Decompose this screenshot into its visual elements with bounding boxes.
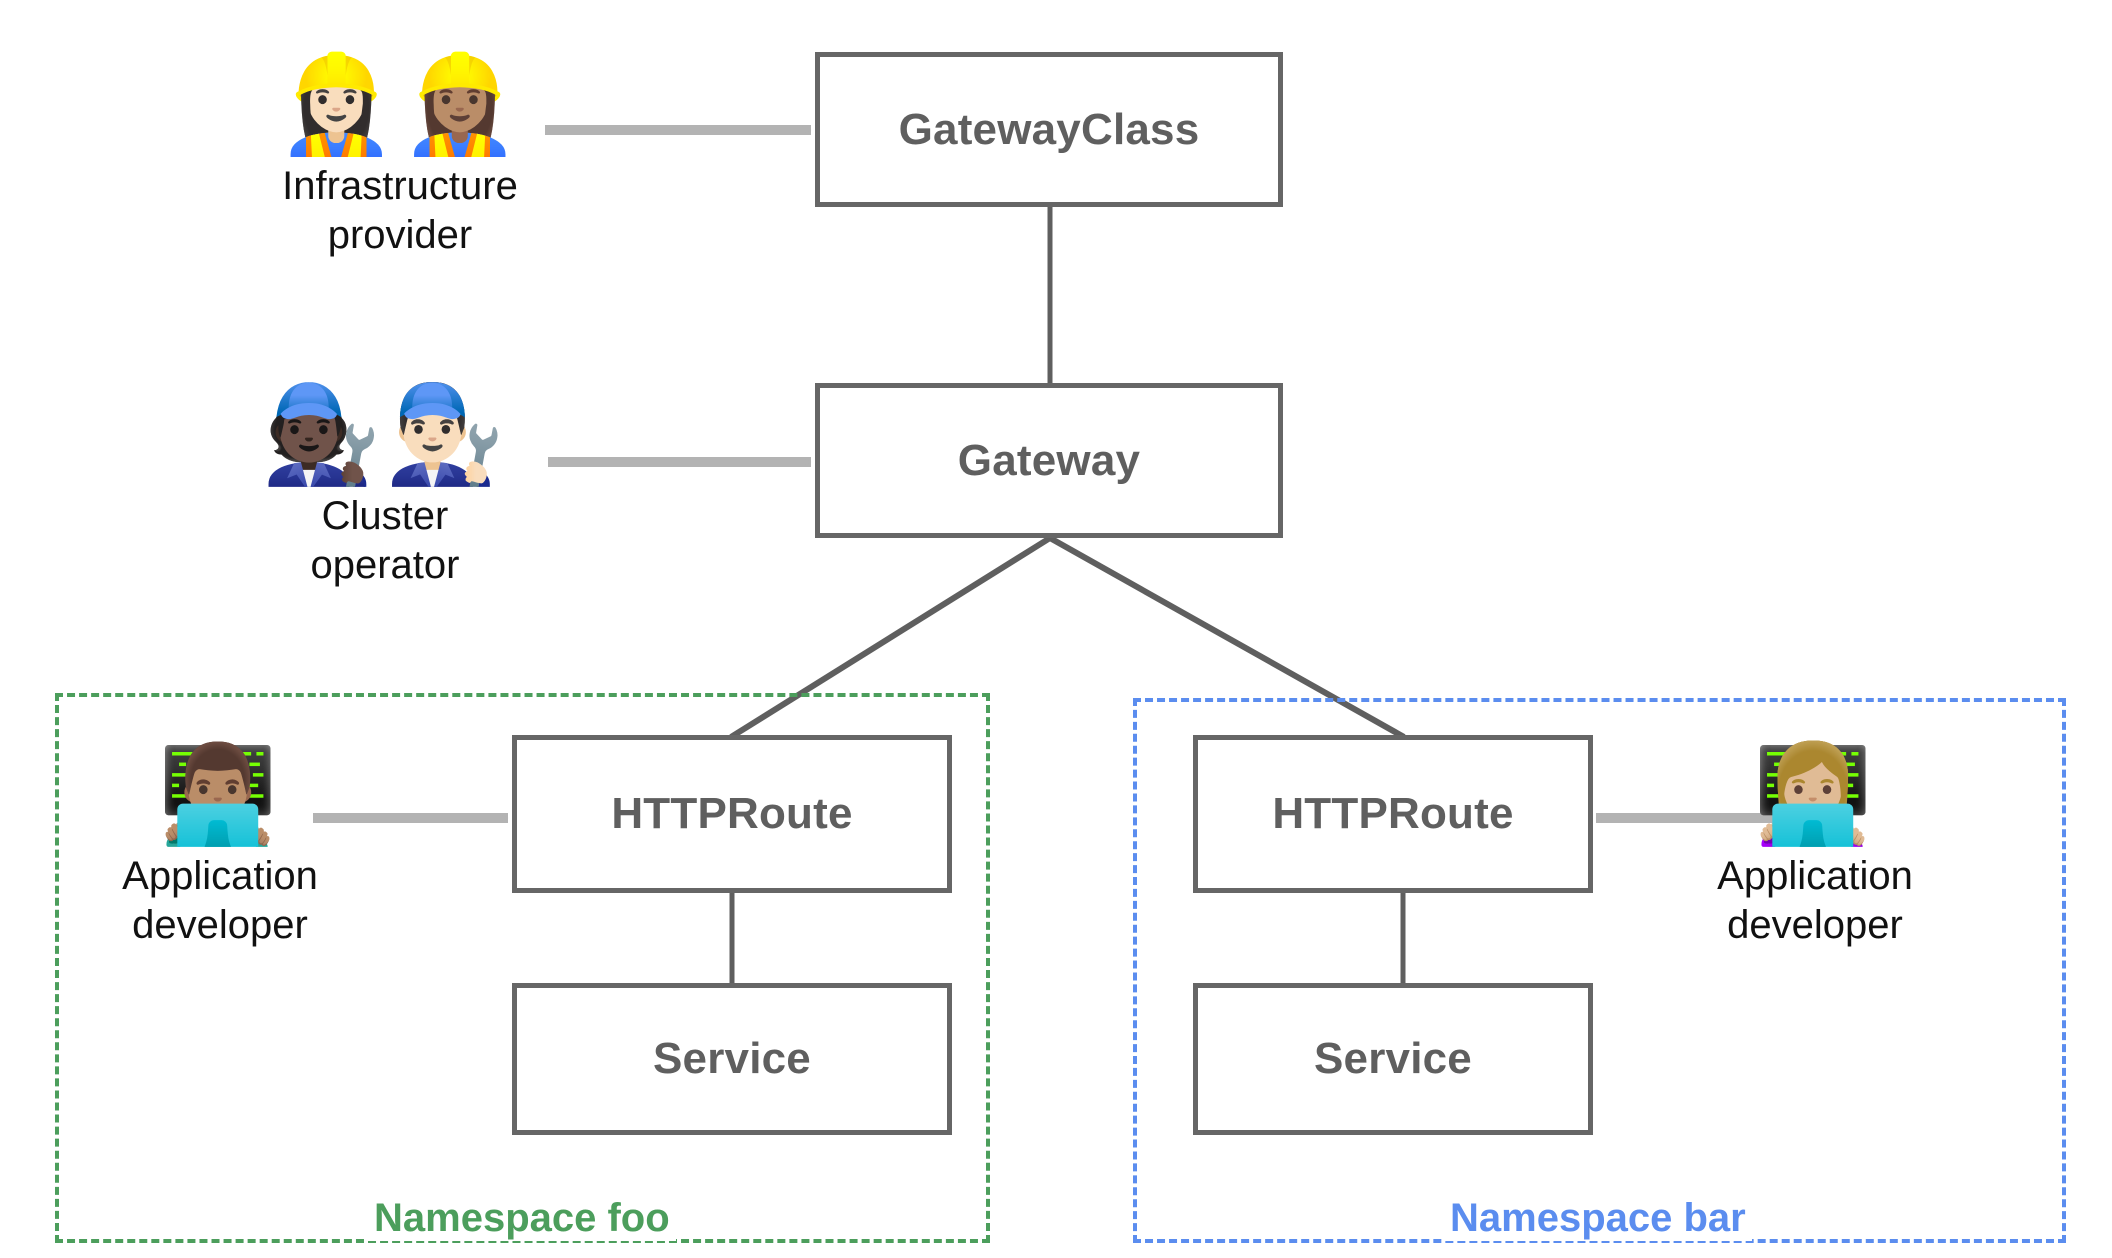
node-httproute-foo[interactable]: HTTPRoute	[512, 735, 952, 893]
persona-application-developer-bar: 👩🏼‍💻 Application developer	[1690, 741, 1940, 949]
node-httproute-bar[interactable]: HTTPRoute	[1193, 735, 1593, 893]
namespace-foo-container	[55, 693, 990, 1243]
node-httproute-bar-label: HTTPRoute	[1272, 789, 1514, 838]
node-service-foo-label: Service	[653, 1034, 811, 1083]
node-service-bar[interactable]: Service	[1193, 983, 1593, 1135]
node-gatewayclass[interactable]: GatewayClass	[815, 52, 1283, 207]
persona-application-developer-bar-caption: Application developer	[1717, 853, 1913, 947]
persona-cluster-operator-caption: Cluster operator	[310, 493, 460, 587]
namespace-bar-container	[1133, 698, 2066, 1243]
persona-cluster-operator: 🧑🏿‍🔧👨🏻‍🔧 Cluster operator	[215, 381, 555, 589]
node-gatewayclass-label: GatewayClass	[898, 104, 1200, 154]
persona-application-developer-foo-caption: Application developer	[122, 853, 318, 947]
construction-worker-icon: 👷🏻‍♀️👷🏽‍♀️	[276, 51, 524, 158]
node-gateway-label: Gateway	[957, 435, 1141, 485]
persona-infrastructure-provider-caption: Infrastructure provider	[282, 163, 518, 257]
mechanic-icon: 🧑🏿‍🔧👨🏻‍🔧	[261, 381, 509, 488]
node-httproute-foo-label: HTTPRoute	[611, 789, 853, 838]
node-gateway[interactable]: Gateway	[815, 383, 1283, 538]
node-service-bar-label: Service	[1314, 1034, 1472, 1083]
node-service-foo[interactable]: Service	[512, 983, 952, 1135]
woman-technologist-icon: 👩🏼‍💻	[1753, 741, 1877, 848]
namespace-bar-label: Namespace bar	[1444, 1196, 1752, 1241]
persona-application-developer-foo: 👨🏽‍💻 Application developer	[95, 741, 345, 949]
persona-infrastructure-provider: 👷🏻‍♀️👷🏽‍♀️ Infrastructure provider	[230, 51, 570, 259]
namespace-foo-label: Namespace foo	[368, 1196, 676, 1241]
man-technologist-icon: 👨🏽‍💻	[158, 741, 282, 848]
